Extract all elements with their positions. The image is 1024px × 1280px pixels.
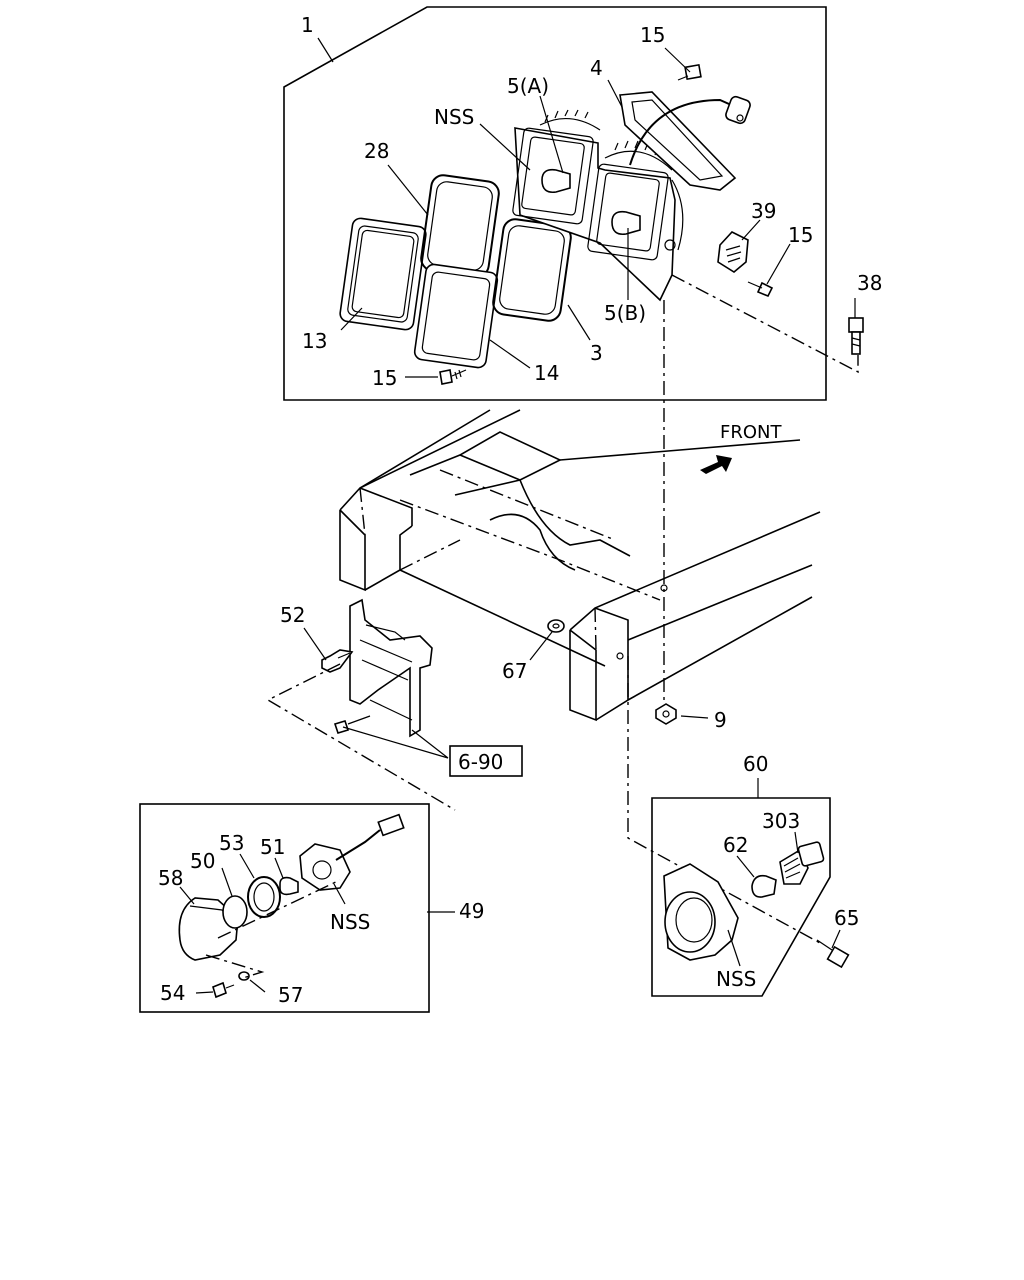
label-1: 1 [301,13,314,37]
label-nss-right: NSS [716,967,756,991]
washer-67 [547,619,565,633]
label-54: 54 [160,981,185,1005]
label-62: 62 [723,833,748,857]
front-arrow [700,455,732,474]
label-3: 3 [590,341,603,365]
label-5a: 5(A) [507,74,549,98]
assembly-1-frame [283,6,827,401]
lamp-housing [512,109,684,302]
box-60 [651,797,831,997]
label-65: 65 [834,906,859,930]
screw-15-bottom [439,369,467,385]
lens-14 [413,263,499,369]
label-5b: 5(B) [604,301,646,325]
bulb-62 [751,874,777,898]
label-303: 303 [762,809,800,833]
label-nss-top: NSS [434,105,474,129]
label-nss-left: NSS [330,910,370,934]
label-28: 28 [364,139,389,163]
label-67: 67 [502,659,527,683]
gasket-53 [247,876,281,918]
headlamp-assembly-group [283,6,827,401]
callout-labels: 1 15 4 5(A) NSS 28 39 15 38 5(B) 13 3 15… [158,13,882,1007]
socket-nss-left [299,843,351,891]
label-13: 13 [302,329,327,353]
label-52: 52 [280,603,305,627]
label-15-bottom: 15 [372,366,397,390]
label-53: 53 [219,831,244,855]
socket-39 [717,231,749,273]
label-6-90: 6-90 [458,750,503,774]
nut-9 [655,703,677,725]
label-15-right: 15 [788,223,813,247]
screw-15-right [747,281,774,298]
bracket-52 [321,598,433,738]
label-58: 58 [158,866,183,890]
lens-13 [339,217,427,331]
bolt-65 [816,939,850,969]
label-49: 49 [459,899,484,923]
label-38: 38 [857,271,882,295]
lens-50 [222,895,248,929]
washer-57 [238,971,250,981]
reference-box-6-90 [449,745,523,777]
label-51: 51 [260,835,285,859]
box-49 [139,803,430,1013]
label-60: 60 [743,752,768,776]
label-14: 14 [534,361,559,385]
label-50: 50 [190,849,215,873]
label-front: FRONT [720,422,782,443]
label-57: 57 [278,983,303,1007]
label-39: 39 [751,199,776,223]
gasket-3 [492,218,572,322]
lamp-49-group [139,803,455,1013]
bulb-51 [279,876,299,896]
label-9: 9 [714,708,727,732]
bulb-5b [611,210,641,236]
label-15-top: 15 [640,23,665,47]
bolt-38 [848,317,864,355]
bracket-4 [619,91,751,191]
socket-303 [779,841,825,885]
bulb-5a [541,168,571,194]
lamp-60-group [651,778,850,997]
label-4: 4 [590,56,603,80]
screw-15-top [677,63,702,81]
